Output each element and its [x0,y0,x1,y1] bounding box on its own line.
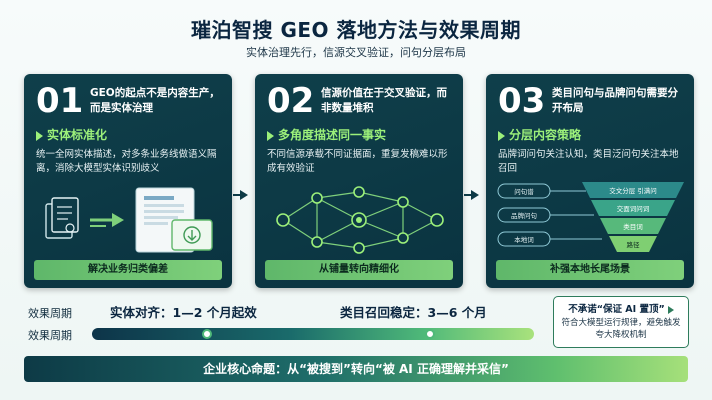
method-card-2: 02 信源价值在于交叉验证，而非数量堆积 多角度描述同一事实 不同信源承载不同证… [255,74,463,288]
funnel-label: 路径 [627,240,641,249]
timeline-track [92,328,534,340]
card-number: 03 [498,81,546,121]
document-stack-icon [45,197,79,239]
funnel-layer [591,200,675,216]
phase-category-recall: 类目召回稳定：3—6 个月 [340,305,487,320]
funnel-layer [600,218,666,234]
funnel-illustration: 问句谱 品牌问句 本地词 交文分层 引满问 交面词问词 类目词 路径 [497,182,684,252]
triangle-bullet-icon [36,130,43,141]
query-label: 本地词 [514,235,534,244]
funnel-label: 类目词 [623,222,643,231]
card-tag: 实体标准化 [36,126,107,143]
page-title: 璀泊智搜 GEO 落地方法与效果周期 [190,18,521,42]
triangle-bullet-icon [498,130,505,141]
network-node-icon [276,186,444,254]
card-tag-text: 分层内容策略 [509,128,582,142]
card-description: 品牌词问句关注认知，类目泛问句关注本地召回 [498,149,679,175]
card-tag: 分层内容策略 [498,126,581,143]
card-result-bar: 解决业务归类偏差 [34,260,222,280]
query-label: 问句谱 [514,187,534,196]
card-result-bar: 从铺量转向精细化 [265,260,453,280]
card-heading: 信源价值在于交叉验证，而非数量堆积 [321,87,447,114]
card-tag: 多角度描述同一事实 [267,126,386,143]
funnel-layer [582,182,684,198]
page-subtitle: 实体治理先行，信源交叉验证，问句分层布局 [246,46,466,59]
connector-line [464,194,472,196]
arrow-right-icon [471,190,479,200]
timeline-marker [202,329,212,339]
note-title: 不承诺“保证 AI 置顶” [554,301,688,315]
phase-entity-alignment: 实体对齐：1—2 个月起效 [110,305,257,320]
card-tag-text: 多角度描述同一事实 [278,128,387,142]
card-description: 不同信源承载不同证据面，重复发稿难以形成有效验证 [267,149,448,175]
network-graph-illustration [276,186,444,254]
timeline-marker [425,329,435,339]
card-tag-text: 实体标准化 [47,128,108,142]
document-transfer-illustration [45,187,213,253]
funnel-label: 交文分层 引满问 [609,186,657,195]
connector-line [233,194,241,196]
method-card-3: 03 类目问句与品牌问句需要分开布局 分层内容策略 品牌词问句关注认知，类目泛问… [486,74,694,288]
triangle-bullet-icon [267,130,274,141]
note-text: 符合大模型运行规律，避免触发夸大降权机制 [561,318,681,341]
card-number: 01 [36,81,84,121]
card-heading: 类目问句与品牌问句需要分开布局 [552,87,678,114]
core-proposition-banner: 企业核心命题：从“被搜到”转向“被 AI 正确理解并采信” [24,356,688,382]
query-label: 品牌问句 [511,211,537,220]
card-number: 02 [267,81,315,121]
arrow-right-icon [240,190,248,200]
period-label: 效果周期 [28,307,72,320]
note-title-text: 不承诺“保证 AI 置顶” [568,304,665,315]
triangle-bullet-icon [667,305,674,314]
method-card-1: 01 GEO的起点不是内容生产，而是实体治理 实体标准化 统一全网实体描述，对多… [24,74,232,288]
period-label: 效果周期 [28,329,72,342]
funnel-label: 交面词问词 [617,204,650,213]
arrow-right-icon [90,213,124,227]
disclaimer-note: 不承诺“保证 AI 置顶” 符合大模型运行规律，避免触发夸大降权机制 [553,296,689,348]
funnel-layer [609,236,657,252]
download-badge-icon [171,219,213,251]
card-heading: GEO的起点不是内容生产，而是实体治理 [90,87,220,114]
card-description: 统一全网实体描述，对多条业务线做语义隔离，消除大模型实体识别歧义 [36,149,217,175]
card-result-bar: 补强本地长尾场景 [496,260,684,280]
